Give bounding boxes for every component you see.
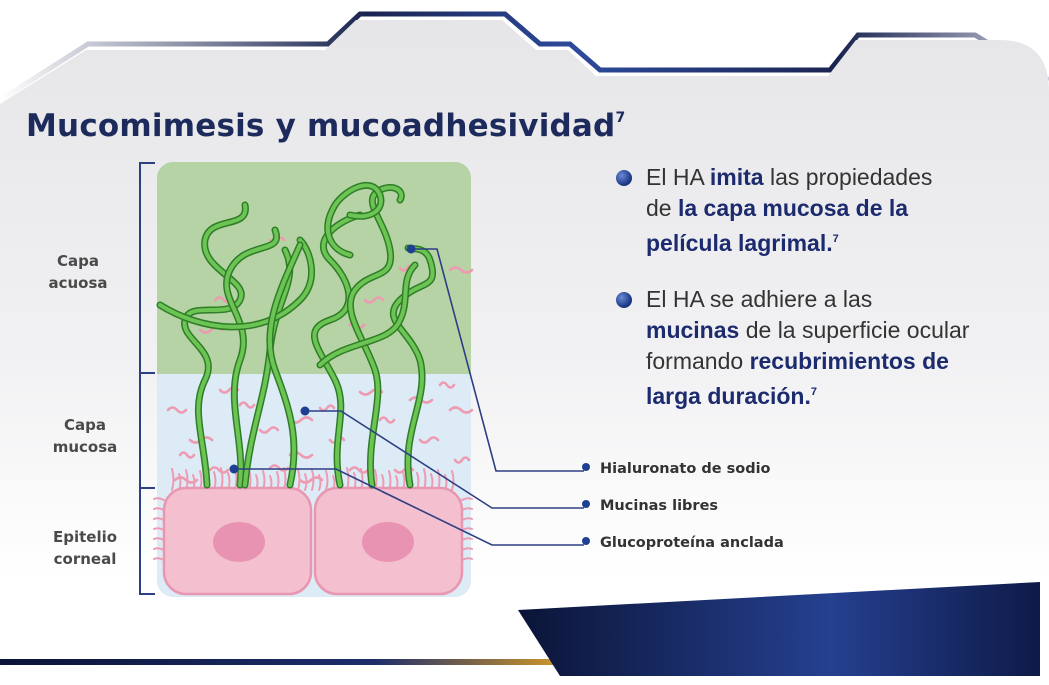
callout-free-mucins: Mucinas libres xyxy=(582,498,718,514)
free-mucin xyxy=(453,456,471,464)
free-mucin xyxy=(208,466,230,474)
page-title: Mucomimesis y mucoadhesividad7 xyxy=(26,108,626,144)
bullet-dot-icon xyxy=(616,170,632,186)
callout-anchored-glycoprotein: Glucoproteína anclada xyxy=(582,535,784,551)
bullet-mimics: El HA imita las propiedades de la capa m… xyxy=(616,162,1026,259)
title-reference: 7 xyxy=(615,110,626,126)
callout-sodium-hyaluronate: Hialuronato de sodio xyxy=(582,461,771,477)
bullet-adheres: El HA se adhiere a las mucinas de la sup… xyxy=(616,284,1026,412)
hyaluronate-strand xyxy=(267,243,302,487)
free-mucin xyxy=(448,406,474,414)
callout-connectors xyxy=(234,248,584,546)
hyaluronate-strand xyxy=(158,238,314,329)
microvillus xyxy=(461,497,473,501)
hyaluronate-strand xyxy=(325,183,383,257)
bottom-stripe xyxy=(0,659,680,665)
connector-dots xyxy=(229,244,416,474)
free-mucin xyxy=(363,296,385,304)
microvillus xyxy=(171,468,175,491)
panel-top-rim xyxy=(0,11,1049,103)
hyaluronate-strand xyxy=(312,213,362,487)
free-mucin xyxy=(418,436,440,444)
cell-nucleus-left xyxy=(213,522,265,562)
cell-nucleus-right xyxy=(362,522,414,562)
free-mucin xyxy=(348,466,370,474)
free-mucin xyxy=(238,401,256,409)
hyaluronate-strands xyxy=(156,181,437,489)
hyaluronate-strand xyxy=(182,203,248,487)
hyaluronate-strand xyxy=(224,228,279,487)
tear-film-diagram xyxy=(153,162,474,597)
hyaluronate-strand xyxy=(391,246,435,487)
free-mucin xyxy=(318,404,336,412)
free-mucin xyxy=(438,381,456,389)
microvillus xyxy=(325,470,329,491)
hyaluronate-strand xyxy=(318,263,417,367)
bullet-dot-icon xyxy=(616,292,632,308)
bottom-right-shape xyxy=(518,582,1040,676)
free-mucin xyxy=(178,451,196,459)
microvillus xyxy=(318,474,322,491)
free-mucin xyxy=(258,426,280,434)
microvillus xyxy=(311,469,315,491)
free-mucin xyxy=(298,476,324,484)
free-mucin xyxy=(378,416,396,424)
microvillus xyxy=(153,497,165,501)
layer-bracket xyxy=(139,162,155,595)
microvillus xyxy=(297,468,301,491)
free-mucin xyxy=(448,266,474,274)
microvillus xyxy=(451,470,455,491)
microvillus xyxy=(304,473,308,491)
free-mucin xyxy=(166,406,188,414)
